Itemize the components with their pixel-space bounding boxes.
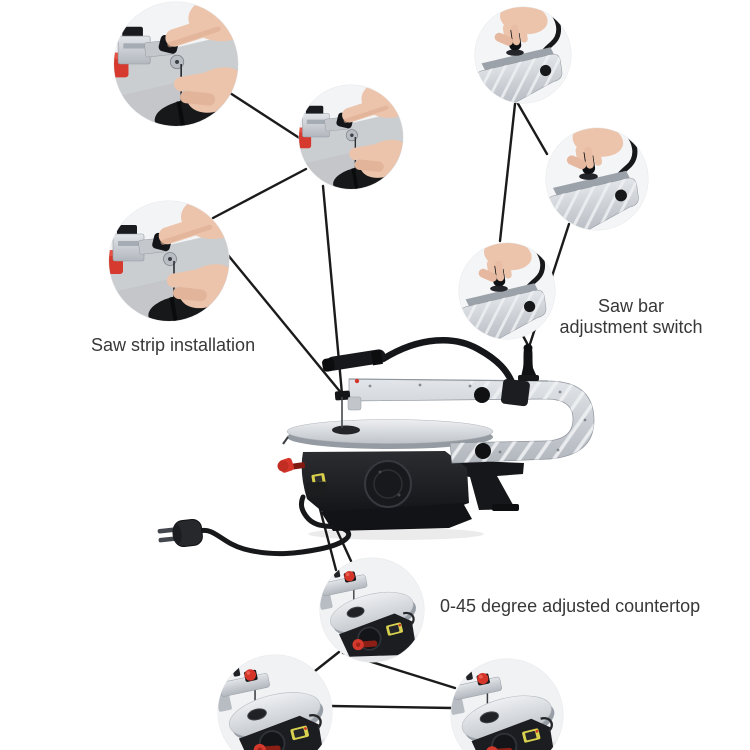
hose-mount <box>500 378 530 407</box>
worktable-top <box>286 419 494 444</box>
callout-tilt-table-2 <box>210 655 332 750</box>
callout-blade-install-1 <box>112 0 255 136</box>
connector-line <box>211 167 308 220</box>
switch-box <box>306 481 327 497</box>
arm-knob-upper <box>474 387 490 403</box>
blower-nozzle-tip <box>322 358 335 372</box>
connector-line <box>221 247 344 396</box>
scroll-saw-photo <box>157 337 595 557</box>
callout-group-tilt-table <box>210 557 564 750</box>
label-saw-bar-adjustment: Saw bar adjustment switch <box>536 296 726 338</box>
callout-knob-adjust-1 <box>473 0 571 115</box>
motor-bolt <box>378 470 382 474</box>
label-saw-bar-line1: Saw bar <box>597 296 665 316</box>
gooseneck-hose <box>379 337 517 389</box>
connector-line <box>228 91 306 143</box>
blade-clamp-upper <box>334 390 351 401</box>
motor-bolt <box>397 493 401 497</box>
callout-group-blade-install <box>107 0 417 331</box>
bevel-knob-cap <box>277 460 289 472</box>
power-plug <box>157 518 203 548</box>
callout-group-saw-bar-switch <box>458 0 649 340</box>
label-saw-bar-line2: adjustment switch <box>559 317 703 337</box>
stand-foot <box>492 504 519 511</box>
table-insert <box>332 425 360 435</box>
callout-tilt-table-3 <box>443 659 563 750</box>
saw-arm-hatch <box>450 381 595 463</box>
power-cord <box>197 494 352 557</box>
callout-knob-adjust-2 <box>544 120 648 243</box>
motor-housing-ring <box>373 469 403 499</box>
callout-blade-install-3 <box>297 80 417 198</box>
table-pointer <box>282 436 289 445</box>
base-foot <box>321 503 472 531</box>
scale-plate-window <box>314 475 323 483</box>
callout-tilt-table-1 <box>313 558 424 662</box>
blade-holder-lower <box>347 396 362 411</box>
power-indicator-dot <box>354 378 360 384</box>
label-countertop-adjustment: 0-45 degree adjusted countertop <box>440 596 701 616</box>
arm-knob-lower <box>475 443 491 459</box>
blower-nozzle <box>326 349 386 371</box>
motor-housing <box>364 460 412 508</box>
label-saw-strip-installation: Saw strip installation <box>91 335 256 355</box>
arm-screws <box>368 383 587 454</box>
connector-line <box>515 100 549 156</box>
saw-bar-adjustment-knob <box>518 344 539 381</box>
connector-line <box>313 650 341 673</box>
blower-nozzle-collar <box>370 350 383 366</box>
connector-line <box>498 102 517 243</box>
base-shadow <box>308 528 484 540</box>
connector-line <box>329 704 454 710</box>
callout-blade-install-2 <box>107 195 245 331</box>
